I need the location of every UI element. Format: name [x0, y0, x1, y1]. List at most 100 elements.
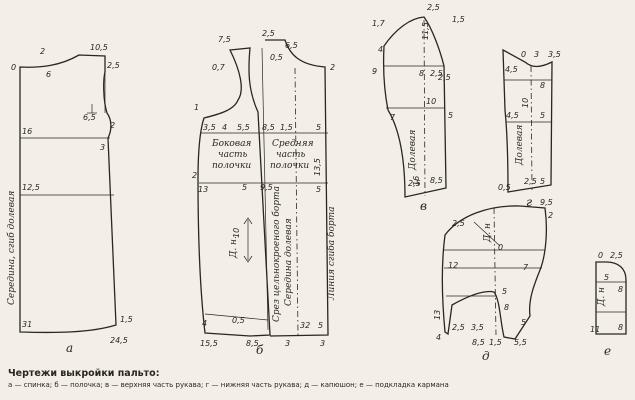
dim-a-4: 2,5 [107, 61, 120, 70]
piece-pocket-lining: 0 2,5 5 8 11 8 Д. н е [590, 251, 627, 358]
dim-b-13: 2 [192, 171, 197, 180]
dim-d-5: 7 [523, 263, 529, 272]
dim-g-5: 4,5 [506, 111, 519, 120]
piece-lower-sleeve: 0 3 3,5 4,5 8 4,5 5 10 0,5 2,5 5 Долевая… [498, 48, 561, 209]
dim-a-9: 12,5 [22, 183, 40, 192]
dim-b-3: 0,5 [270, 53, 283, 62]
dim-b-10: 8,5 [262, 123, 275, 132]
label-grain-hood: Д. н [483, 223, 493, 243]
label-grain-front: Д. н. [229, 236, 239, 259]
dim-g-9: 2,5 [524, 177, 537, 186]
dim-a-2: 10,5 [90, 43, 108, 52]
dim-a-5: 6,5 [83, 113, 96, 122]
dim-v-3: 4 [378, 45, 383, 54]
dim-b-27: 3 [320, 339, 325, 348]
dim-d-0: 2,5 [452, 219, 465, 228]
piece-letter-a: а [66, 341, 73, 355]
dim-g-4: 8 [540, 81, 545, 90]
dim-d-12: 8,5 [472, 338, 485, 347]
dim-b-26: 5 [318, 321, 323, 330]
dim-v-6: 8 [419, 69, 424, 78]
dim-b-9: 5,5 [237, 123, 250, 132]
dim-v-12: 2,5 [408, 179, 421, 188]
dim-d-14: 5,5 [514, 338, 527, 347]
dim-b-16: 9,5 [260, 183, 273, 192]
dim-g-6: 5 [540, 111, 545, 120]
dim-b-21: 0,5 [232, 316, 245, 325]
dim-b-6: 1 [194, 103, 199, 112]
dim-g-8: 0,5 [498, 183, 511, 192]
dim-b-25: 32 [300, 321, 310, 330]
dim-d-4: 12 [448, 261, 458, 270]
dim-d-2: 2 [548, 211, 553, 220]
dim-d-15: 5 [521, 318, 526, 327]
dim-v-0: 1,7 [372, 19, 386, 28]
dim-b-18: 13,5 [313, 158, 322, 176]
dim-e-0: 0 [598, 251, 603, 260]
dim-b-8: 4 [222, 123, 227, 132]
dim-a-3: 6 [46, 70, 51, 79]
piece-letter-d: д [482, 349, 490, 363]
piece-letter-v: в [420, 199, 427, 213]
dim-e-1: 2,5 [610, 251, 623, 260]
dim-a-7: 16 [22, 127, 32, 136]
dim-d-6: 5 [502, 287, 507, 296]
dim-b-11: 1,5 [280, 123, 293, 132]
dim-d-7: 8 [504, 303, 509, 312]
label-middle-grain: Середина долевая [284, 218, 294, 306]
dim-a-10: 31 [22, 320, 32, 329]
dim-g-1: 3 [534, 50, 539, 59]
label-middle-part-2: часть [276, 150, 306, 160]
dim-e-2: 5 [604, 273, 609, 282]
dim-g-10: 5 [540, 177, 545, 186]
dim-v-9: 7 [390, 113, 396, 122]
label-fold-line: Линия сгиба борта [326, 206, 337, 301]
dim-b-12: 5 [316, 123, 321, 132]
piece-front: 7,5 2,5 0,7 0,5 6,5 2 1 3,5 4 5,5 8,5 1,… [192, 29, 337, 357]
label-middle-part-3: полочки [270, 161, 309, 171]
dim-d-13: 1,5 [489, 338, 502, 347]
dim-b-24: 3 [285, 339, 290, 348]
piece-upper-sleeve: 1,7 2,5 1,5 4 11,5 9 8 2,5 10 7 2,5 5 2,… [372, 3, 465, 213]
dim-b-2: 0,7 [212, 63, 226, 72]
dim-a-6: 2 [110, 121, 115, 130]
label-cut-front: Срез цельнокроеного борта [271, 186, 282, 322]
label-grain-pocket: Д. н [597, 287, 607, 307]
caption-title: Чертежи выкройки пальто: [8, 368, 160, 379]
dim-b-15: 5 [242, 183, 247, 192]
dim-v-5: 9 [372, 67, 377, 76]
dim-v-7: 2,5 [430, 69, 443, 78]
dim-b-19: 10 [232, 228, 241, 238]
dim-b-23: 8,5 [246, 339, 259, 348]
dim-e-3: 8 [618, 285, 623, 294]
dim-v-2: 1,5 [452, 15, 465, 24]
dim-e-4: 11 [590, 325, 600, 334]
dim-b-7: 3,5 [203, 123, 216, 132]
dim-v-14: 8,5 [430, 176, 443, 185]
dim-a-11: 1,5 [120, 315, 133, 324]
dim-d-10: 2,5 [452, 323, 465, 332]
dim-d-9: 13 [433, 310, 442, 320]
dim-a-0: 0 [11, 63, 16, 72]
dim-b-5: 2 [330, 63, 335, 72]
piece-letter-g: г [526, 195, 532, 209]
dim-v-4: 11,5 [421, 22, 430, 40]
dim-d-3: 0 [498, 243, 503, 252]
dim-g-3: 4,5 [505, 65, 518, 74]
label-grain-upper-sleeve: Долевая [408, 130, 418, 171]
dim-d-8: 4 [436, 333, 441, 342]
dim-b-17: 5 [316, 185, 321, 194]
label-side-part-3: полочки [212, 161, 251, 171]
dim-a-1: 2 [40, 47, 45, 56]
dim-b-0: 7,5 [218, 35, 231, 44]
dim-b-1: 2,5 [262, 29, 275, 38]
dim-v-11: 5 [448, 111, 453, 120]
dim-a-12: 24,5 [110, 336, 128, 345]
label-side-part: Боковая [211, 139, 251, 149]
piece-letter-e: е [604, 344, 611, 358]
dim-d-11: 3,5 [471, 323, 484, 332]
dim-v-1: 2,5 [427, 3, 440, 12]
label-back-center: Середина, сгиб долевая [6, 191, 17, 305]
dim-b-20: 4 [202, 319, 207, 328]
